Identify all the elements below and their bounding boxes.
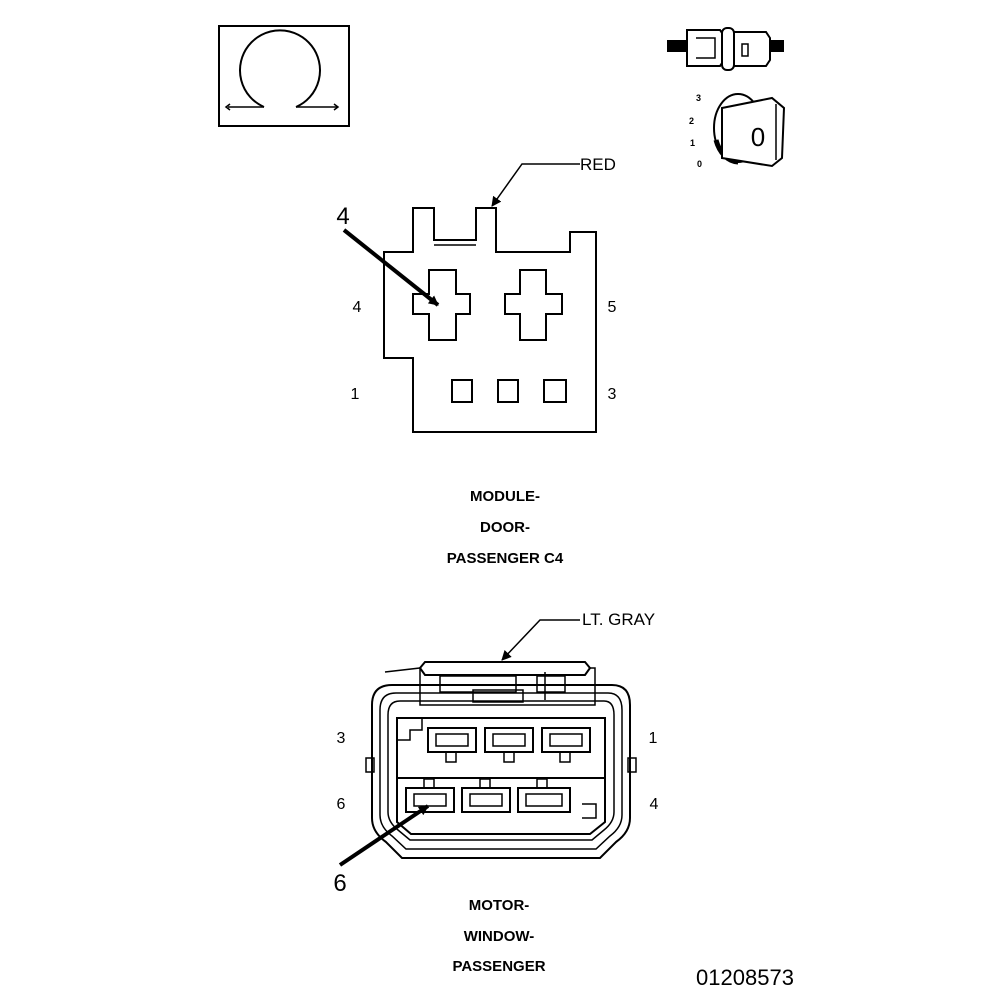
c4-callout-arrow <box>342 228 440 307</box>
motor-title-line-3: PASSENGER <box>452 958 545 975</box>
motor-color-label: LT. GRAY <box>582 610 655 629</box>
figure-number: 01208573 <box>696 965 794 990</box>
lock-cylinder-icon: 0 3 2 1 0 <box>689 93 786 169</box>
motor-pin-label-6: 6 <box>337 796 346 813</box>
c4-pin-label-1: 1 <box>351 386 360 403</box>
motor-terminal-6 <box>405 787 455 813</box>
motor-title-line-1: MOTOR- <box>469 897 530 914</box>
c4-terminal-2 <box>497 379 519 403</box>
c4-title-line-1: MODULE- <box>470 488 540 505</box>
motor-title-line-2: WINDOW- <box>464 928 535 945</box>
connector-face-view-icon <box>218 25 350 127</box>
two-piece-connector-icon <box>667 27 784 71</box>
c4-pin-label-4: 4 <box>353 299 362 316</box>
c4-terminal-1 <box>451 379 473 403</box>
motor-color-leader-line <box>501 619 580 661</box>
motor-terminal-2 <box>484 727 534 753</box>
c4-color-label: RED <box>580 155 616 174</box>
motor-pin-label-1: 1 <box>649 730 658 747</box>
c4-title-line-3: PASSENGER C4 <box>447 550 564 567</box>
motor-terminal-5 <box>461 787 511 813</box>
motor-callout-arrow <box>338 804 430 867</box>
motor-terminal-3 <box>427 727 477 753</box>
c4-terminal-4 <box>412 269 471 341</box>
c4-terminal-3 <box>543 379 567 403</box>
c4-pin-label-5: 5 <box>608 299 617 316</box>
connector-motor-body <box>365 661 637 859</box>
motor-pin-label-4: 4 <box>650 796 659 813</box>
motor-pin-label-3: 3 <box>337 730 346 747</box>
lock-position-2: 2 <box>689 116 694 126</box>
c4-pin-label-3: 3 <box>608 386 617 403</box>
lock-position-3: 3 <box>696 93 701 103</box>
lock-face-label: 0 <box>751 122 765 152</box>
c4-title-line-2: DOOR- <box>480 519 530 536</box>
c4-callout-number: 4 <box>336 203 349 230</box>
motor-callout-number: 6 <box>333 870 346 897</box>
c4-color-leader-line <box>491 163 580 207</box>
connector-c4-body <box>383 207 597 433</box>
motor-terminal-1 <box>541 727 591 753</box>
lock-position-1: 1 <box>690 138 695 148</box>
c4-terminal-5 <box>504 269 563 341</box>
lock-position-0: 0 <box>697 159 702 169</box>
